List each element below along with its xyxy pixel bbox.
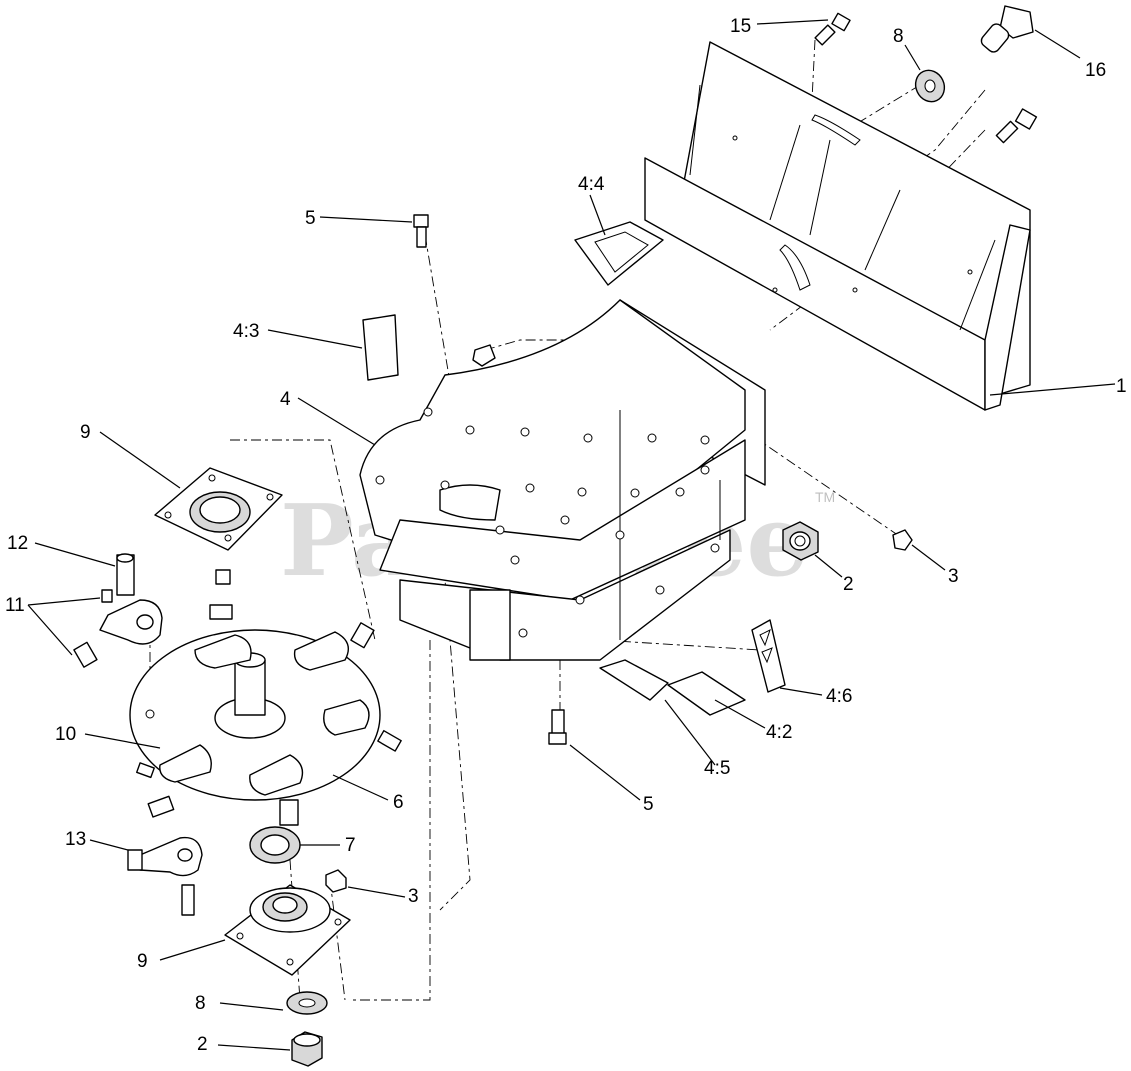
part-4-frame (359, 299, 766, 661)
part-11-clamp (73, 589, 163, 668)
part-9-bearing-top (154, 467, 283, 585)
callout-8-bottom: 8 (195, 993, 206, 1014)
part-2-nut-right (782, 521, 819, 561)
callout-10: 10 (55, 724, 76, 745)
watermark-trademark: TM (815, 489, 835, 505)
callout-4-2: 4:2 (766, 722, 792, 743)
part-bolt-right (995, 108, 1038, 144)
part-4-6-decal (751, 619, 786, 693)
part-13-bracket (127, 836, 203, 916)
callout-9-top: 9 (80, 422, 91, 443)
callout-9-bottom: 9 (137, 951, 148, 972)
callout-5-top: 5 (305, 208, 316, 229)
part-4-3-decal (362, 314, 399, 381)
part-4-4-decal (574, 221, 664, 286)
callouts: 15 8 16 4:4 5 4:3 4 1 9 12 11 2 3 4:6 10… (5, 16, 1127, 1055)
callout-7: 7 (345, 835, 356, 856)
part-8-washer-bottom (286, 991, 328, 1015)
part-15-bolt (814, 12, 851, 46)
callout-4: 4 (280, 389, 291, 410)
callout-1: 1 (1116, 376, 1127, 397)
part-8-washer-top (914, 69, 946, 103)
part-5-bolt-top (413, 214, 429, 248)
part-3-nut-right (892, 529, 913, 551)
callout-6: 6 (393, 792, 404, 813)
callout-16: 16 (1085, 60, 1106, 81)
part-16-bolt (980, 5, 1034, 53)
callout-12: 12 (7, 533, 28, 554)
part-5-bolt-bottom (548, 709, 567, 745)
callout-15: 15 (730, 16, 751, 37)
part-1-bracket (644, 41, 1031, 411)
callout-4-6: 4:6 (826, 686, 852, 707)
callout-3-middle: 3 (408, 886, 419, 907)
callout-11: 11 (5, 595, 25, 616)
callout-13: 13 (65, 829, 86, 850)
part-4-2-decal (667, 671, 746, 716)
callout-4-4: 4:4 (578, 174, 605, 195)
callout-8-top: 8 (893, 26, 904, 47)
part-12-bolt (116, 553, 135, 596)
callout-5-bottom: 5 (643, 794, 654, 815)
part-7-seal (249, 826, 301, 864)
callout-3-right: 3 (948, 566, 959, 587)
callout-2-right: 2 (843, 574, 854, 595)
callout-2-bottom: 2 (197, 1034, 208, 1055)
leader-lines (27, 19, 1116, 1051)
part-2-nut-bottom (291, 1031, 323, 1067)
part-3-nut-middle (325, 869, 347, 893)
part-6-disc (129, 604, 402, 826)
part-4-5-decal (599, 659, 669, 701)
callout-4-5: 4:5 (704, 758, 730, 779)
callout-4-3: 4:3 (233, 321, 259, 342)
part-9-bearing-bottom (224, 884, 351, 976)
part-nut-small (472, 344, 496, 367)
